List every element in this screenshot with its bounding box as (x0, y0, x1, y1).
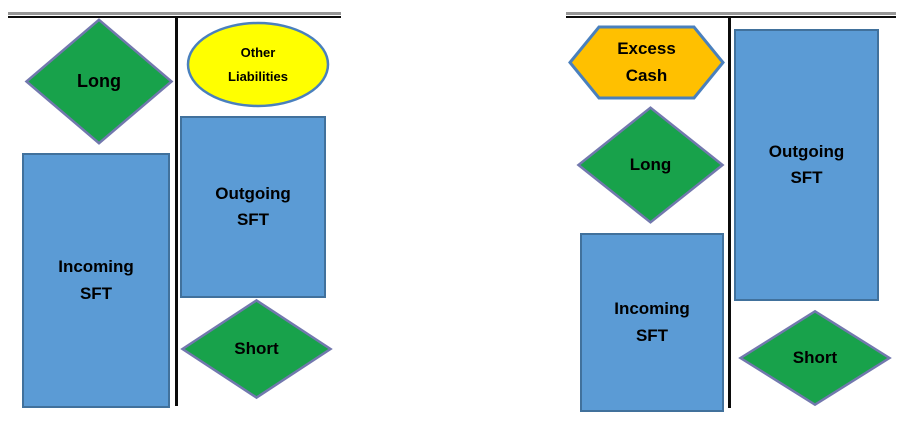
right-incoming-sft-label: Incoming SFT (614, 296, 690, 349)
right-top-rule-black (566, 16, 896, 18)
label-line-2: SFT (236, 210, 270, 229)
diamond-icon (25, 18, 173, 145)
left-top-rule-gray (8, 12, 341, 15)
left-incoming-sft-rect: Incoming SFT (22, 153, 170, 408)
left-other-liabilities-ellipse: Other Liabilities (186, 21, 330, 108)
right-short-label: Short (792, 347, 838, 367)
right-long-diamond: Long (577, 106, 724, 224)
right-incoming-sft-rect: Incoming SFT (580, 233, 724, 412)
left-outgoing-sft-rect: Outgoing SFT (180, 116, 326, 298)
left-short-diamond: Short (181, 299, 332, 399)
label-line-2: SFT (790, 168, 823, 187)
label-line-1: Incoming (614, 299, 690, 319)
left-incoming-sft-label: Incoming SFT (58, 254, 134, 307)
right-outgoing-sft-rect: Outgoing SFT (734, 29, 879, 301)
label-line-2: SFT (635, 325, 669, 345)
left-short-label: Short (234, 338, 279, 358)
label-line-1: Excess (617, 39, 676, 59)
left-top-rule-black (8, 16, 341, 18)
left-divider-line (175, 16, 178, 406)
right-excess-cash-label: Excess Cash (617, 36, 676, 89)
label-line-1: Incoming (58, 257, 134, 277)
right-outgoing-sft-label: Outgoing SFT (769, 139, 845, 192)
left-outgoing-sft-label: Outgoing SFT (215, 181, 291, 234)
left-other-liabilities-label: Other Liabilities (228, 41, 288, 88)
left-long-diamond: Long (25, 18, 173, 145)
right-top-rule-gray (566, 12, 896, 15)
right-excess-cash-hexagon: Excess Cash (568, 25, 725, 100)
label-line-1: Outgoing (768, 141, 845, 161)
label-line-2: Liabilities (228, 68, 288, 84)
label-line-2: SFT (79, 283, 113, 303)
label-line-1: Other (240, 45, 276, 61)
ellipse-icon (186, 21, 330, 108)
right-short-diamond: Short (739, 310, 891, 406)
diamond-icon (739, 310, 891, 406)
label-line-1: Outgoing (215, 183, 291, 203)
left-long-label: Long (77, 70, 121, 91)
diamond-icon (181, 299, 332, 399)
diamond-icon (577, 106, 724, 224)
right-divider-line (728, 16, 731, 408)
right-long-label: Long (629, 154, 672, 174)
hexagon-icon (568, 25, 725, 100)
label-line-2: Cash (625, 65, 668, 85)
